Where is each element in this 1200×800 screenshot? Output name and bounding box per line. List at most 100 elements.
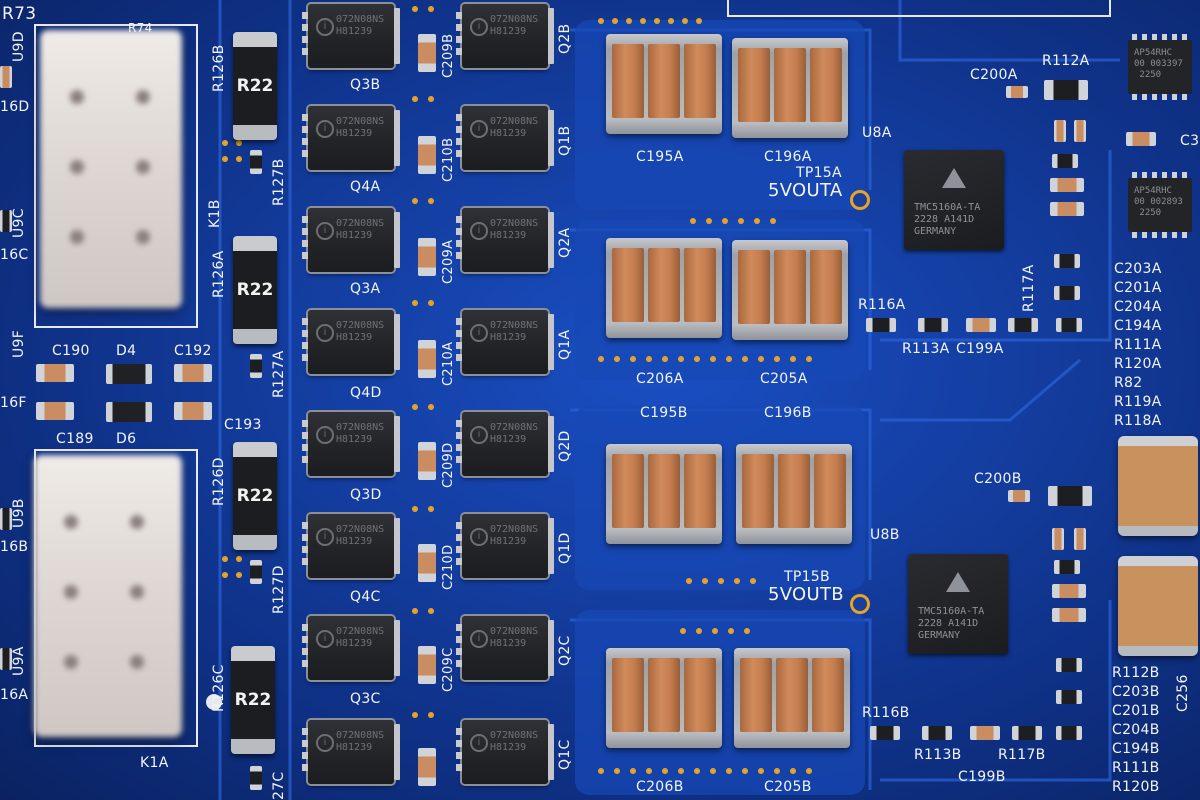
- label-u9f: U9F: [11, 329, 27, 358]
- resistor-small: [1056, 318, 1082, 332]
- label-c210d: C210D: [441, 544, 456, 590]
- label-c206a: C206A: [636, 371, 684, 387]
- label-tp15b: TP15B: [784, 569, 830, 585]
- resistor-small: [1056, 726, 1082, 740]
- resistor-r127a: [250, 354, 262, 378]
- label-q4d: Q4D: [350, 385, 382, 401]
- resistor-small: [1056, 658, 1082, 672]
- capacitor-small: [1052, 528, 1064, 550]
- label-r112b: R112B: [1112, 665, 1160, 681]
- label-c210a: C210A: [441, 341, 456, 386]
- infineon-logo-icon: i: [316, 528, 334, 546]
- label-column-b: R112B C203B C201B C204B C194B R111B R120…: [1112, 666, 1160, 799]
- resistor-r112b: [1048, 486, 1092, 506]
- label-r117a: R117A: [1021, 264, 1037, 312]
- label-r126a: R126A: [211, 250, 227, 298]
- label-5voutb: 5VOUTB: [768, 584, 844, 605]
- label-c196b: C196B: [764, 405, 812, 421]
- resistor-small: [1052, 154, 1078, 168]
- infineon-logo-icon: i: [470, 18, 488, 36]
- label-c190: C190: [52, 343, 90, 359]
- label-c209c: C209C: [441, 647, 456, 692]
- label-q2a: Q2A: [557, 227, 573, 258]
- label-q4c: Q4C: [350, 589, 381, 605]
- label-c194b: C194B: [1112, 741, 1160, 757]
- infineon-logo-icon: i: [470, 630, 488, 648]
- label-r111a: R111A: [1114, 337, 1162, 353]
- resistor-r113a: [918, 318, 948, 332]
- label-c199b: C199B: [958, 769, 1006, 785]
- label-r113a: R113A: [902, 341, 950, 357]
- resistor-r117b: [1012, 726, 1042, 740]
- label-q3d: Q3D: [350, 487, 382, 503]
- label-r120b: R120B: [1112, 779, 1160, 795]
- trinamic-logo-icon: [946, 572, 970, 592]
- resistor-small: [1054, 254, 1080, 268]
- resistor-small: [1054, 560, 1080, 574]
- capacitor-small: [0, 66, 12, 88]
- infineon-logo-icon: i: [316, 734, 334, 752]
- resistor-small: [0, 648, 12, 670]
- capacitor-c210d: [418, 544, 436, 582]
- label-u9c: U9C: [11, 208, 27, 238]
- label-q4a: Q4A: [350, 179, 381, 195]
- resistor-r127d: [250, 560, 262, 584]
- capacitor-c210a: [418, 340, 436, 378]
- label-r127d: R127D: [271, 565, 287, 614]
- capacitor-c200a: [1006, 86, 1028, 98]
- label-q2d: Q2D: [557, 430, 573, 462]
- capacitor-c200b: [1008, 490, 1030, 502]
- label-c209b: C209B: [441, 33, 456, 78]
- resistor-small: [0, 508, 12, 530]
- infineon-logo-icon: i: [470, 222, 488, 240]
- capacitor-c199a: [966, 318, 996, 332]
- label-u8a: U8A: [862, 125, 892, 141]
- infineon-logo-icon: i: [470, 426, 488, 444]
- label-q2b: Q2B: [557, 23, 573, 54]
- label-r116b: R116B: [862, 705, 910, 721]
- capacitor-small: [1074, 528, 1086, 550]
- mounting-pad: [206, 694, 222, 710]
- label-c203a: C203A: [1114, 261, 1162, 277]
- label-r120a: R120A: [1114, 356, 1162, 372]
- label-c201b: C201B: [1112, 703, 1160, 719]
- label-tp15a: TP15A: [796, 165, 842, 181]
- label-u9a: U9A: [11, 646, 27, 676]
- label-c256: C256: [1175, 674, 1191, 712]
- shunt-resistor-r126a: R22: [233, 236, 277, 344]
- label-c204b: C204B: [1112, 722, 1160, 738]
- capacitor-small: [1074, 120, 1086, 142]
- label-k1b: K1B: [207, 199, 223, 228]
- capacitor-c189: [36, 402, 74, 420]
- capacitor-c210b: [418, 136, 436, 174]
- label-q1d: Q1D: [557, 532, 573, 564]
- label-column-a: C203A C201A C204A C194A R111A R120A R82 …: [1114, 262, 1162, 433]
- label-c196a: C196A: [764, 149, 812, 165]
- capacitor-large-bottom: [1118, 556, 1198, 656]
- capacitor-bank-c206b: [606, 648, 722, 748]
- capacitor-small: [1050, 178, 1084, 192]
- label-r73: R73: [2, 4, 37, 24]
- infineon-logo-icon: i: [470, 324, 488, 342]
- label-q2c: Q2C: [557, 635, 573, 666]
- label-c205b: C205B: [764, 779, 812, 795]
- label-c200b: C200B: [974, 471, 1022, 487]
- diode-d4: [106, 364, 152, 384]
- capacitor-small: [1126, 132, 1156, 146]
- label-c201a: C201A: [1114, 280, 1162, 296]
- label-c193: C193: [224, 417, 262, 433]
- label-q3b: Q3B: [350, 77, 381, 93]
- label-q1a: Q1A: [557, 329, 573, 360]
